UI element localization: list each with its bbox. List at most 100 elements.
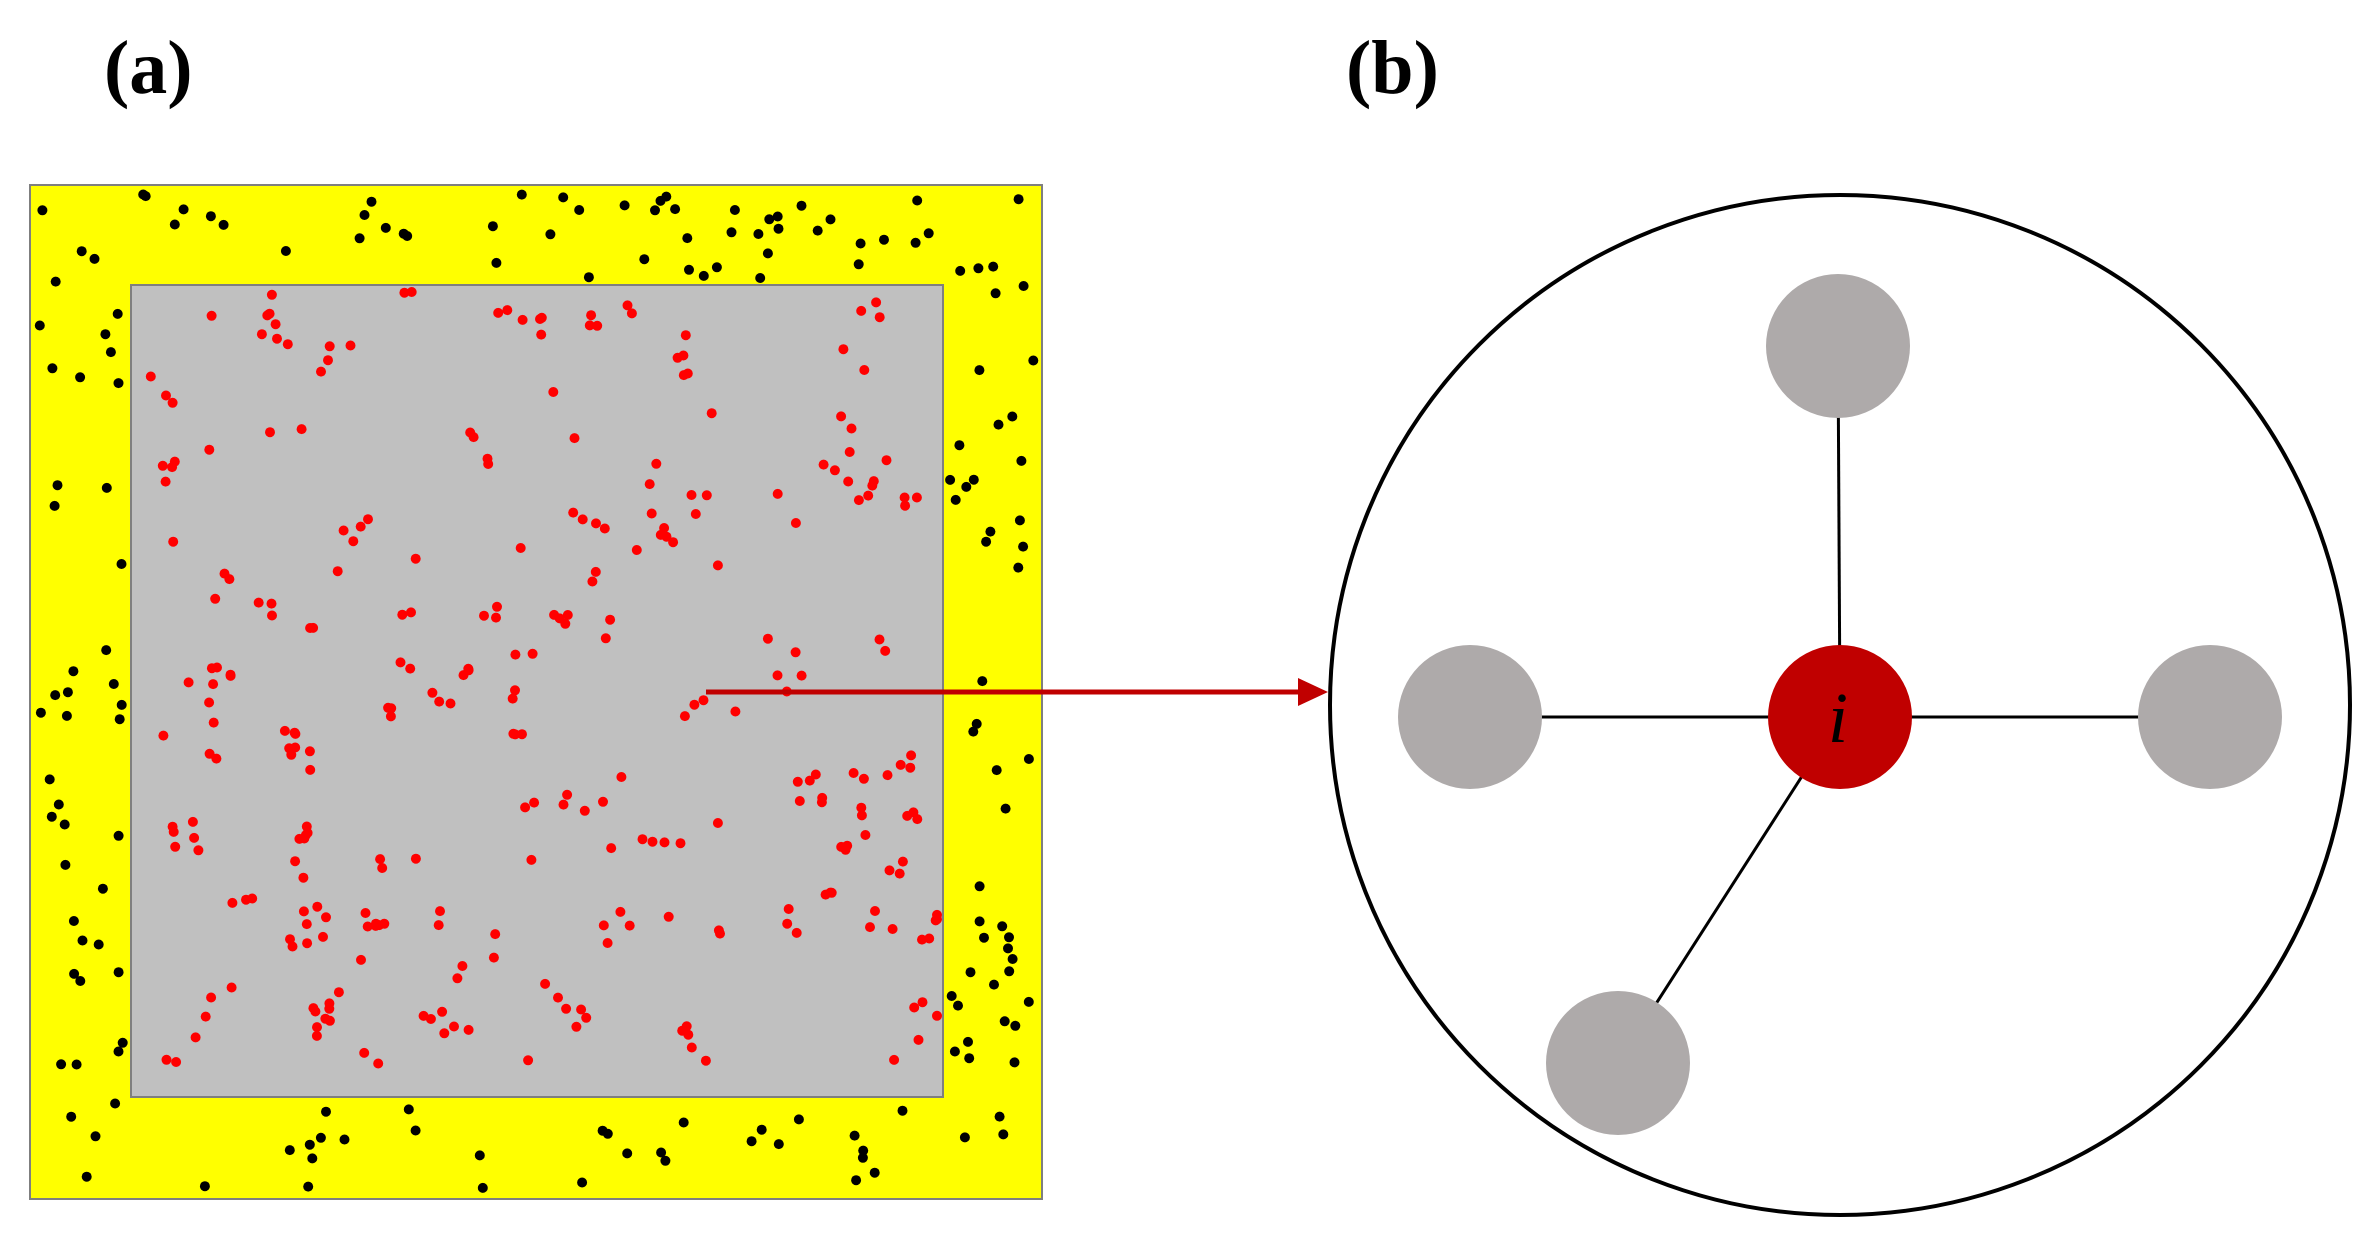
- inner-particle: [853, 495, 864, 506]
- boundary-particle: [639, 254, 650, 265]
- inner-particle: [406, 607, 416, 618]
- inner-particle: [698, 695, 709, 706]
- inner-particle: [298, 906, 309, 917]
- inner-particle: [549, 609, 560, 620]
- inner-particle: [145, 371, 156, 382]
- inner-particle: [856, 810, 867, 821]
- boundary-particle: [321, 1106, 331, 1117]
- inner-particle: [266, 289, 277, 300]
- inner-particle: [860, 830, 871, 840]
- panel-b: i: [1328, 193, 2352, 1217]
- inner-particle: [587, 576, 598, 587]
- inner-particle: [468, 432, 479, 443]
- inner-particle: [227, 897, 238, 908]
- inner-particle: [193, 845, 204, 856]
- inner-particle: [449, 1021, 459, 1032]
- inner-particle: [157, 460, 168, 471]
- inner-particle: [483, 459, 494, 469]
- inner-particle: [267, 610, 277, 621]
- inner-particle: [289, 727, 300, 738]
- inner-particle: [290, 856, 301, 867]
- boundary-particle: [1014, 515, 1025, 526]
- inner-particle: [606, 843, 617, 854]
- inner-particle: [212, 662, 222, 673]
- boundary-particle: [954, 440, 965, 451]
- boundary-particle: [1016, 455, 1027, 466]
- boundary-particle: [1003, 943, 1013, 954]
- boundary-particle: [602, 1128, 613, 1139]
- inner-particle: [730, 706, 741, 717]
- inner-particle: [889, 1054, 900, 1065]
- boundary-particle: [812, 225, 823, 236]
- inner-particle: [305, 764, 316, 775]
- inner-particle: [782, 918, 793, 929]
- inner-particle: [599, 523, 610, 534]
- boundary-particle: [66, 1111, 77, 1122]
- inner-particle: [457, 961, 468, 971]
- inner-particle: [287, 941, 298, 952]
- inner-particle: [836, 841, 847, 852]
- boundary-particle: [339, 1134, 350, 1145]
- inner-particle: [917, 997, 928, 1008]
- inner-particle: [644, 479, 655, 490]
- inner-particle: [433, 920, 444, 931]
- boundary-particles: [34, 189, 1039, 1193]
- inner-particle: [510, 649, 521, 660]
- inner-particle: [359, 1047, 370, 1058]
- inner-particle: [383, 702, 394, 713]
- inner-particle: [810, 769, 821, 780]
- inner-particle: [375, 854, 386, 865]
- boundary-particle: [746, 1136, 757, 1147]
- boundary-particle: [218, 219, 229, 230]
- boundary-particle: [113, 378, 124, 389]
- inner-particle: [226, 982, 237, 993]
- neighbor-node-top: [1766, 274, 1910, 418]
- inner-particle: [529, 797, 540, 808]
- inner-particle: [161, 390, 171, 401]
- boundary-particle: [974, 365, 985, 376]
- inner-particle: [679, 711, 690, 722]
- boundary-particle: [953, 1000, 963, 1011]
- boundary-particle: [112, 308, 123, 319]
- inner-particle: [804, 775, 815, 786]
- inner-particle: [253, 597, 264, 608]
- boundary-particle: [114, 714, 125, 725]
- boundary-particle: [955, 265, 966, 276]
- inner-particle: [581, 1012, 592, 1023]
- boundary-particle: [56, 1059, 67, 1070]
- inner-particle: [160, 476, 171, 487]
- boundary-particle: [577, 1177, 588, 1188]
- boundary-particle: [90, 1131, 101, 1142]
- inner-particle: [345, 340, 356, 351]
- inner-particle: [762, 633, 773, 644]
- inner-particle: [308, 622, 319, 633]
- boundary-particle: [682, 233, 693, 244]
- boundary-particle: [1028, 355, 1039, 366]
- panel-a-label: (a): [104, 26, 193, 110]
- inner-particle: [825, 887, 836, 898]
- boundary-particle: [974, 916, 985, 927]
- inner-particle: [397, 609, 408, 620]
- inner-particle: [302, 938, 313, 949]
- inner-particle: [247, 893, 258, 904]
- panel-b-label: (b): [1346, 26, 1439, 110]
- boundary-particle: [50, 276, 61, 287]
- inner-particle: [435, 906, 445, 917]
- boundary-particle: [711, 262, 722, 273]
- boundary-particle: [280, 246, 291, 256]
- inner-particle: [204, 748, 215, 759]
- inner-particle: [427, 687, 438, 698]
- inner-particle: [279, 725, 290, 736]
- inner-particle: [168, 826, 179, 837]
- boundary-particle: [912, 195, 923, 206]
- neighbor-node-right: [2138, 645, 2282, 789]
- inner-particle: [686, 490, 697, 500]
- inner-particle: [899, 492, 910, 503]
- boundary-particle: [53, 799, 64, 810]
- inner-particle: [548, 387, 559, 397]
- inner-particle: [897, 856, 908, 867]
- inner-particle: [646, 508, 657, 519]
- boundary-particle: [985, 526, 996, 537]
- boundary-particle: [968, 474, 979, 485]
